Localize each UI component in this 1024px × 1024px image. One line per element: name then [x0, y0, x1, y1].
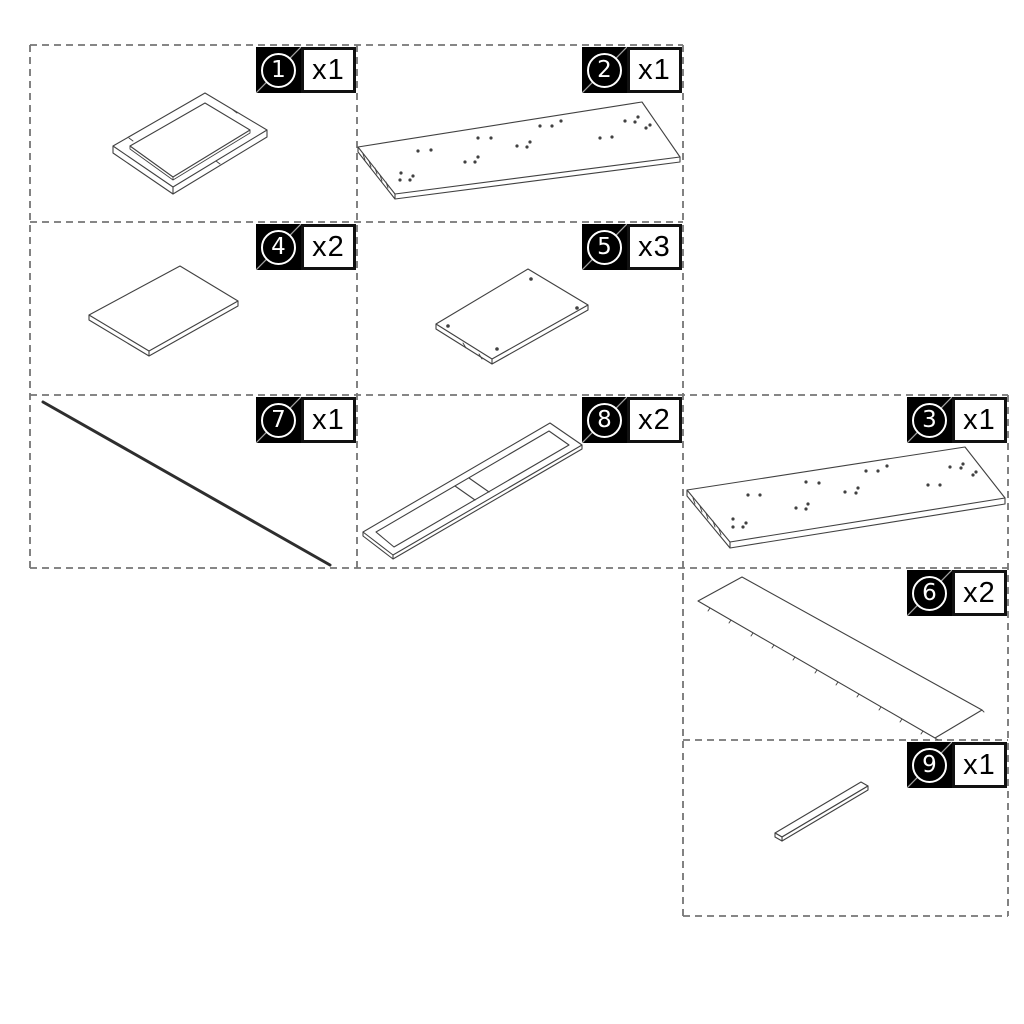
part-badge-6: 6 x2 — [907, 570, 1007, 616]
part-cell-2: 2 x1 — [357, 45, 683, 222]
part-number-badge: 3 — [907, 397, 952, 443]
narrow-long-panel-icon — [697, 576, 985, 741]
part-quantity-box: x2 — [301, 224, 356, 270]
part-quantity-box: x2 — [627, 397, 682, 443]
long-panel-with-holes-icon — [357, 101, 681, 200]
part-number: 9 — [912, 747, 947, 783]
part-quantity-label: x1 — [963, 403, 996, 436]
part-number: 5 — [587, 229, 622, 265]
part-quantity-box: x1 — [952, 397, 1007, 443]
part-number: 3 — [912, 402, 947, 438]
panel-with-corner-holes-icon — [435, 268, 589, 365]
part-number-badge: 4 — [256, 224, 301, 270]
part-quantity-label: x1 — [963, 748, 996, 781]
long-panel-with-holes-icon — [686, 446, 1006, 549]
small-strip-icon — [774, 781, 869, 842]
part-badge-9: 9 x1 — [907, 742, 1007, 788]
part-number-badge: 9 — [907, 742, 952, 788]
part-quantity-label: x3 — [638, 230, 671, 263]
part-number-badge: 2 — [582, 47, 627, 93]
part-number: 2 — [587, 52, 622, 88]
part-number: 7 — [261, 402, 296, 438]
part-badge-2: 2 x1 — [582, 47, 682, 93]
part-badge-7: 7 x1 — [256, 397, 356, 443]
part-cell-7: 7 x1 — [30, 395, 357, 568]
flat-panel-icon — [88, 265, 239, 357]
part-badge-3: 3 x1 — [907, 397, 1007, 443]
open-frame-panel-icon — [112, 92, 268, 195]
part-badge-5: 5 x3 — [582, 224, 682, 270]
part-quantity-box: x1 — [301, 397, 356, 443]
part-badge-1: 1 x1 — [256, 47, 356, 93]
part-quantity-box: x3 — [627, 224, 682, 270]
part-number-badge: 1 — [256, 47, 301, 93]
ladder-frame-icon — [362, 422, 583, 560]
part-number: 6 — [912, 575, 947, 611]
part-cell-9: 9 x1 — [683, 740, 1008, 916]
part-number: 4 — [261, 229, 296, 265]
part-cell-1: 1 x1 — [30, 45, 357, 222]
part-badge-8: 8 x2 — [582, 397, 682, 443]
part-number-badge: 6 — [907, 570, 952, 616]
part-number: 1 — [261, 52, 296, 88]
part-quantity-box: x2 — [952, 570, 1007, 616]
part-number: 8 — [587, 402, 622, 438]
part-badge-4: 4 x2 — [256, 224, 356, 270]
part-quantity-label: x2 — [638, 403, 671, 436]
part-quantity-box: x1 — [627, 47, 682, 93]
part-quantity-label: x1 — [312, 53, 345, 86]
part-number-badge: 8 — [582, 397, 627, 443]
part-number-badge: 7 — [256, 397, 301, 443]
part-cell-4: 4 x2 — [30, 222, 357, 395]
part-cell-3: 3 x1 — [683, 395, 1008, 568]
part-quantity-label: x1 — [638, 53, 671, 86]
part-quantity-box: x1 — [952, 742, 1007, 788]
part-quantity-box: x1 — [301, 47, 356, 93]
thin-rod-icon — [41, 400, 332, 567]
part-cell-5: 5 x3 — [357, 222, 683, 395]
part-quantity-label: x1 — [312, 403, 345, 436]
part-number-badge: 5 — [582, 224, 627, 270]
part-cell-6: 6 x2 — [683, 568, 1008, 741]
part-quantity-label: x2 — [312, 230, 345, 263]
part-quantity-label: x2 — [963, 576, 996, 609]
part-cell-8: 8 x2 — [357, 395, 683, 568]
